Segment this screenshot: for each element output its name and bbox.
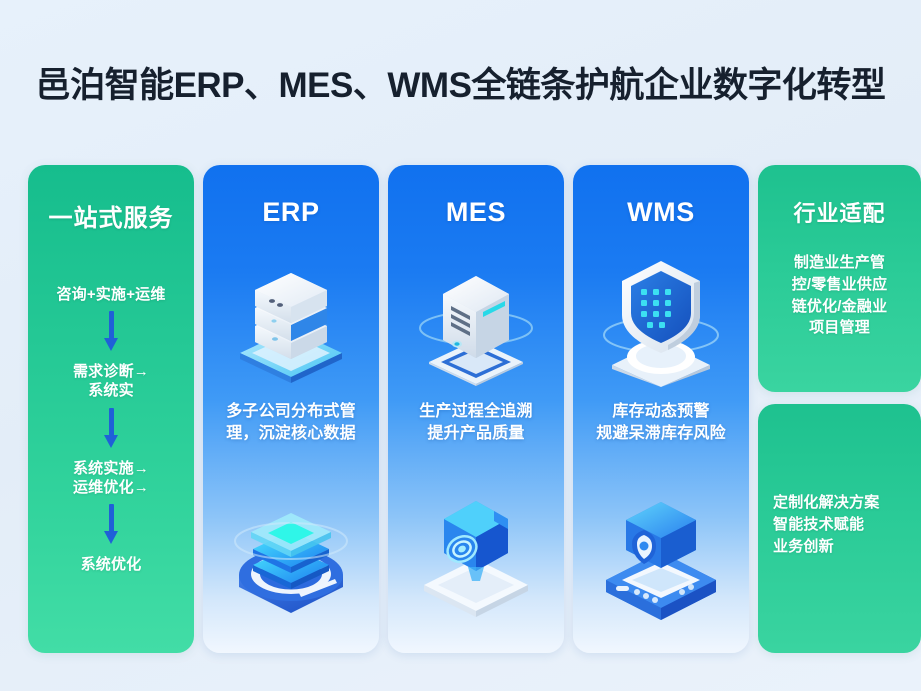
server-tower-icon (388, 245, 564, 395)
flow-arrow-down-icon-2 (104, 407, 118, 452)
stacked-database-layers-icon (203, 475, 379, 635)
product-title-wms: WMS (627, 197, 695, 227)
product-title-erp: ERP (262, 197, 320, 227)
flow-step-3-line1: 系统实施→ (72, 459, 149, 477)
industry-fit-line1: 制造业生产管 (793, 254, 886, 271)
service-panel-heading: 一站式服务 (48, 205, 174, 232)
processor-chip-icon (388, 475, 564, 635)
product-caption-mes-line2: 提升产品质量 (427, 424, 525, 442)
product-caption-erp: 多子公司分布式管 理，沉淀核心数据 (203, 401, 379, 444)
flow-step-3: 系统实施→ 运维优化→ (67, 459, 155, 497)
custom-solution-card: 定制化解决方案 智能技术赋能 业务创新 (758, 404, 921, 653)
flow-step-2: 需求诊断→ 系统实 (67, 362, 155, 400)
flow-step-1: 咨询+实施+运维 (56, 286, 166, 303)
cube-location-pin-icon (573, 475, 749, 635)
product-caption-erp-line2: 理，沉淀核心数据 (226, 424, 356, 442)
right-cards-column: 行业适配 制造业生产管 控/零售业供应 链优化/金融业 项目管理 定制化解决方案… (758, 165, 921, 653)
service-flow: 咨询+实施+运维 需求诊断→ 系统实 系统实施→ 运维优化→ (28, 285, 194, 574)
shield-grid-icon (573, 245, 749, 395)
product-caption-mes-line1: 生产过程全追溯 (419, 403, 533, 420)
flow-step-2-line2: 系统实 (88, 382, 134, 400)
product-panel-wms[interactable]: WMS (573, 165, 749, 653)
flow-step-2-line1: 需求诊断→ (72, 363, 149, 381)
industry-fit-body: 制造业生产管 控/零售业供应 链优化/金融业 项目管理 (773, 252, 906, 339)
server-rack-icon (203, 245, 379, 395)
custom-solution-line2: 智能技术赋能 (773, 515, 865, 533)
panels-row: 一站式服务 咨询+实施+运维 需求诊断→ 系统实 系统实施→ 运维优化→ (28, 165, 921, 653)
industry-fit-line4: 项目管理 (809, 319, 870, 337)
flow-arrow-down-icon-3 (104, 503, 118, 548)
product-caption-wms-line2: 规避呆滞库存风险 (596, 424, 726, 442)
custom-solution-line1: 定制化解决方案 (773, 494, 880, 511)
flow-arrow-down-icon-1 (104, 311, 118, 355)
industry-fit-line3: 链优化/金融业 (791, 297, 888, 315)
custom-solution-body: 定制化解决方案 智能技术赋能 业务创新 (773, 492, 906, 557)
product-caption-erp-line1: 多子公司分布式管 (226, 403, 356, 420)
product-caption-wms: 库存动态预警 规避呆滞库存风险 (573, 401, 749, 444)
product-panel-erp[interactable]: ERP (203, 165, 379, 653)
service-panel: 一站式服务 咨询+实施+运维 需求诊断→ 系统实 系统实施→ 运维优化→ (28, 165, 194, 653)
product-caption-mes: 生产过程全追溯 提升产品质量 (388, 401, 564, 444)
industry-fit-card: 行业适配 制造业生产管 控/零售业供应 链优化/金融业 项目管理 (758, 165, 921, 392)
product-caption-wms-line1: 库存动态预警 (612, 403, 710, 420)
page-title: 邑泊智能ERP、MES、WMS全链条护航企业数字化转型 (0, 68, 921, 103)
page-title-text: 邑泊智能ERP、MES、WMS全链条护航企业数字化转型 (35, 66, 886, 105)
industry-fit-title: 行业适配 (793, 201, 886, 226)
flow-step-4: 系统优化 (80, 555, 142, 573)
custom-solution-line3: 业务创新 (773, 537, 834, 555)
product-panel-mes[interactable]: MES (388, 165, 564, 653)
flow-step-3-line2: 运维优化→ (72, 478, 149, 496)
product-title-mes: MES (445, 197, 507, 227)
industry-fit-line2: 控/零售业供应 (791, 275, 888, 293)
